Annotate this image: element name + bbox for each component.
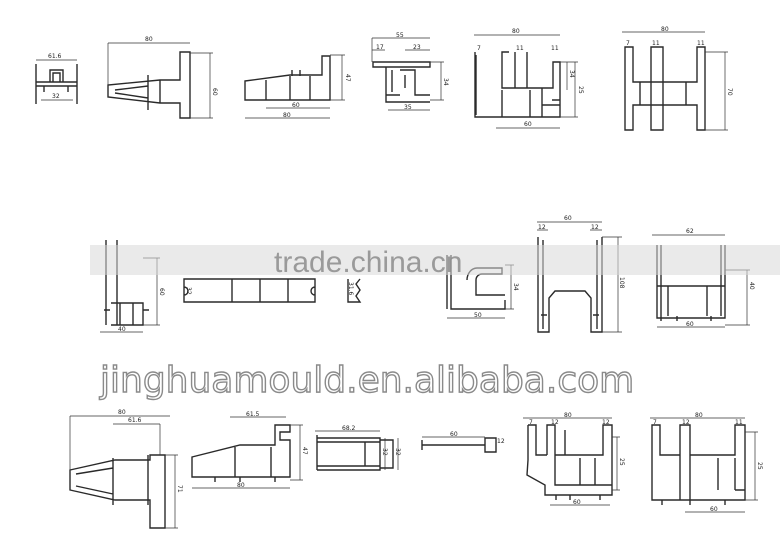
dim-label: 80 <box>695 412 703 419</box>
profile-2: 80 60 <box>107 36 218 119</box>
dim-label: 34 <box>512 283 519 291</box>
dim-label: 11 <box>697 40 705 47</box>
dim-label: 80 <box>512 28 520 35</box>
dim-label: 32 <box>381 448 388 456</box>
dim-label: 71 <box>176 485 183 493</box>
dim-label: 47 <box>301 447 308 455</box>
dim-label: 60 <box>211 88 218 96</box>
dim-label: 50 <box>474 312 482 319</box>
dim-label: 60 <box>686 321 694 328</box>
dim-label: 61.6 <box>48 53 62 60</box>
dim-label: 62 <box>686 228 694 235</box>
dim-label: 60 <box>292 102 300 109</box>
dim-label: 7 <box>477 45 481 52</box>
dim-label: 17 <box>376 44 384 51</box>
dim-label: 60 <box>564 215 572 222</box>
dim-label: 60 <box>573 499 581 506</box>
dim-label: 60 <box>710 506 718 513</box>
dim-label: 80 <box>661 26 669 33</box>
dim-label: 23 <box>413 44 421 51</box>
dim-label: 25 <box>618 458 625 466</box>
dim-label: 32 <box>185 287 192 295</box>
dim-label: 47 <box>344 74 351 82</box>
profile-13: 80 61.6 71 <box>69 409 183 529</box>
dim-label: 80 <box>118 409 126 416</box>
dim-label: 40 <box>118 326 126 333</box>
dim-label: 61.5 <box>246 411 260 418</box>
dim-label: 31.6 <box>347 282 354 296</box>
dim-label: 60 <box>158 288 165 296</box>
dim-label: 35 <box>404 104 412 111</box>
dim-label: 7 <box>653 419 657 426</box>
dim-label: 55 <box>396 32 404 39</box>
dim-label: 7 <box>529 419 533 426</box>
dim-label: 12 <box>551 419 559 426</box>
dim-label: 80 <box>145 36 153 43</box>
watermark-blur-band <box>90 245 780 275</box>
dim-label: 7 <box>626 40 630 47</box>
dim-label: 61.6 <box>128 417 142 424</box>
profile-4: 55 17 23 34 35 <box>371 32 449 111</box>
profile-18: 80 7 12 11 25 60 <box>650 412 763 513</box>
profile-14: 61.5 47 80 <box>191 411 308 489</box>
profile-8: 32 <box>183 278 316 303</box>
profile-1: 61.6 32 <box>35 53 78 104</box>
dim-label: 40 <box>748 282 755 290</box>
dim-label: 11 <box>652 40 660 47</box>
profile-17: 80 7 12 12 25 60 <box>523 412 625 506</box>
dim-label: 12 <box>591 224 599 231</box>
dim-label: 12 <box>682 419 690 426</box>
dim-label: 11 <box>735 419 743 426</box>
dim-label: 32 <box>394 448 401 456</box>
watermark-trade-china: trade.china.cn <box>274 246 462 279</box>
profile-12: 62 40 60 <box>652 228 755 328</box>
dim-label: 34 <box>568 70 575 78</box>
profile-6: 80 7 11 11 70 <box>622 26 733 131</box>
profile-15: 68.2 32 32 <box>315 425 401 471</box>
dim-label: 32 <box>52 93 60 100</box>
dim-label: 70 <box>726 88 733 96</box>
dim-label: 12 <box>497 438 505 445</box>
dim-label: 12 <box>538 224 546 231</box>
dim-label: 80 <box>283 112 291 119</box>
dim-label: 11 <box>516 45 524 52</box>
profile-16: 60 12 <box>421 431 505 453</box>
dim-label: 12 <box>602 419 610 426</box>
profile-11: 60 12 12 108 <box>537 215 625 333</box>
dim-label: 68.2 <box>342 425 356 432</box>
profile-5: 80 7 11 11 34 25 60 <box>474 28 584 129</box>
dim-label: 108 <box>618 277 625 289</box>
profile-3: 47 60 80 <box>244 54 351 119</box>
dim-label: 25 <box>577 86 584 94</box>
dim-label: 60 <box>450 431 458 438</box>
dim-label: 11 <box>551 45 559 52</box>
profile-9: 31.6 <box>347 278 362 303</box>
dim-label: 80 <box>237 482 245 489</box>
dim-label: 25 <box>756 462 763 470</box>
dim-label: 34 <box>442 78 449 86</box>
dim-label: 60 <box>524 121 532 128</box>
dim-label: 80 <box>564 412 572 419</box>
watermark-store-url: jinghuamould.en.alibaba.com <box>99 360 634 401</box>
